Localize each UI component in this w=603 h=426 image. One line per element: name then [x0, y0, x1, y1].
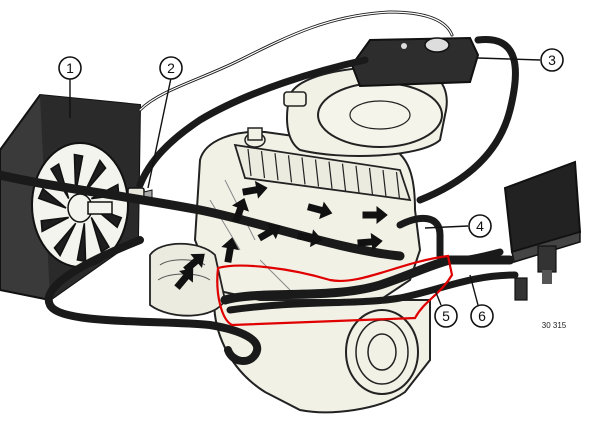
callout-label: 1 — [66, 60, 74, 76]
callout-badges: 1 2 3 4 5 6 — [58, 48, 564, 328]
flow-arrow — [297, 229, 323, 248]
figure-code: 30 315 — [542, 321, 567, 330]
flow-arrow — [242, 180, 268, 199]
callout-label: 5 — [442, 308, 450, 324]
flow-arrows — [174, 180, 388, 290]
coolant-hoses — [0, 10, 519, 365]
callout-3: 3 — [540, 48, 564, 72]
callout-label: 6 — [478, 308, 486, 324]
callout-1: 1 — [58, 56, 82, 80]
callout-5: 5 — [434, 304, 458, 328]
callout-label: 2 — [167, 60, 175, 76]
flow-arrow — [357, 232, 383, 251]
callout-6: 6 — [470, 304, 494, 328]
flow-arrow — [174, 268, 194, 290]
flow-arrow — [221, 237, 240, 263]
callout-label: 4 — [476, 218, 484, 234]
crankshaft-pulley — [345, 309, 419, 395]
callout-label: 3 — [548, 52, 556, 68]
callout-2: 2 — [159, 56, 183, 80]
flow-arrow — [362, 205, 388, 225]
callout-4: 4 — [468, 214, 492, 238]
flow-arrow — [232, 197, 250, 223]
cylinder-head — [233, 127, 412, 202]
flow-arrow — [257, 223, 282, 242]
flow-arrow — [307, 201, 333, 220]
callout-leaders — [69, 57, 541, 306]
expansion-tank — [350, 36, 480, 88]
highlight-outline — [216, 254, 454, 327]
heater-core — [503, 160, 582, 301]
